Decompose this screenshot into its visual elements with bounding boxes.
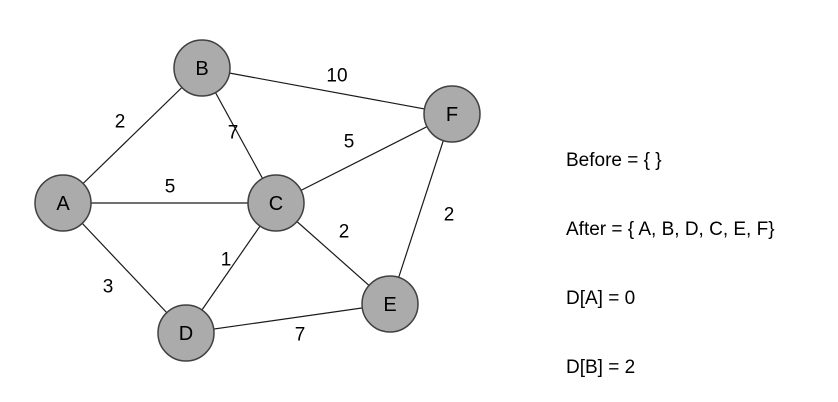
node-C	[247, 174, 305, 232]
node-label-F: F	[446, 104, 458, 126]
node-A	[34, 174, 92, 232]
edge-weight-C-E: 2	[339, 222, 350, 243]
node-label-E: E	[383, 294, 396, 316]
node-F	[423, 85, 481, 143]
dist-a-line: D[A] = 0	[566, 288, 636, 309]
edge-D-E	[185, 303, 391, 334]
node-E	[361, 275, 419, 333]
node-D	[157, 304, 215, 362]
edge-weight-A-D: 3	[103, 277, 114, 298]
edge-weight-D-E: 7	[295, 325, 306, 346]
node-label-D: D	[179, 323, 193, 345]
node-B	[173, 39, 231, 97]
edge-C-F	[275, 113, 453, 204]
edge-weight-A-C: 5	[165, 177, 176, 198]
edge-weight-C-F: 5	[344, 132, 355, 153]
before-set-line: Before = { }	[566, 150, 662, 171]
node-label-A: A	[56, 193, 70, 215]
edge-E-F	[389, 113, 453, 305]
edge-weight-E-F: 2	[444, 205, 455, 226]
edge-A-B	[62, 67, 203, 204]
node-label-B: B	[195, 58, 208, 80]
edge-weight-A-B: 2	[115, 112, 126, 133]
edge-weight-B-F: 10	[326, 66, 347, 87]
edge-B-F	[201, 67, 453, 115]
edge-weight-C-D: 1	[221, 250, 232, 271]
dist-b-line: D[B] = 2	[566, 357, 636, 378]
node-label-C: C	[269, 193, 283, 215]
edge-weight-B-C: 7	[228, 123, 239, 144]
edge-A-D	[62, 202, 187, 334]
state-panel: Before = { } After = { A, B, D, C, E, F}…	[566, 103, 775, 402]
after-set-line: After = { A, B, D, C, E, F}	[566, 219, 775, 240]
